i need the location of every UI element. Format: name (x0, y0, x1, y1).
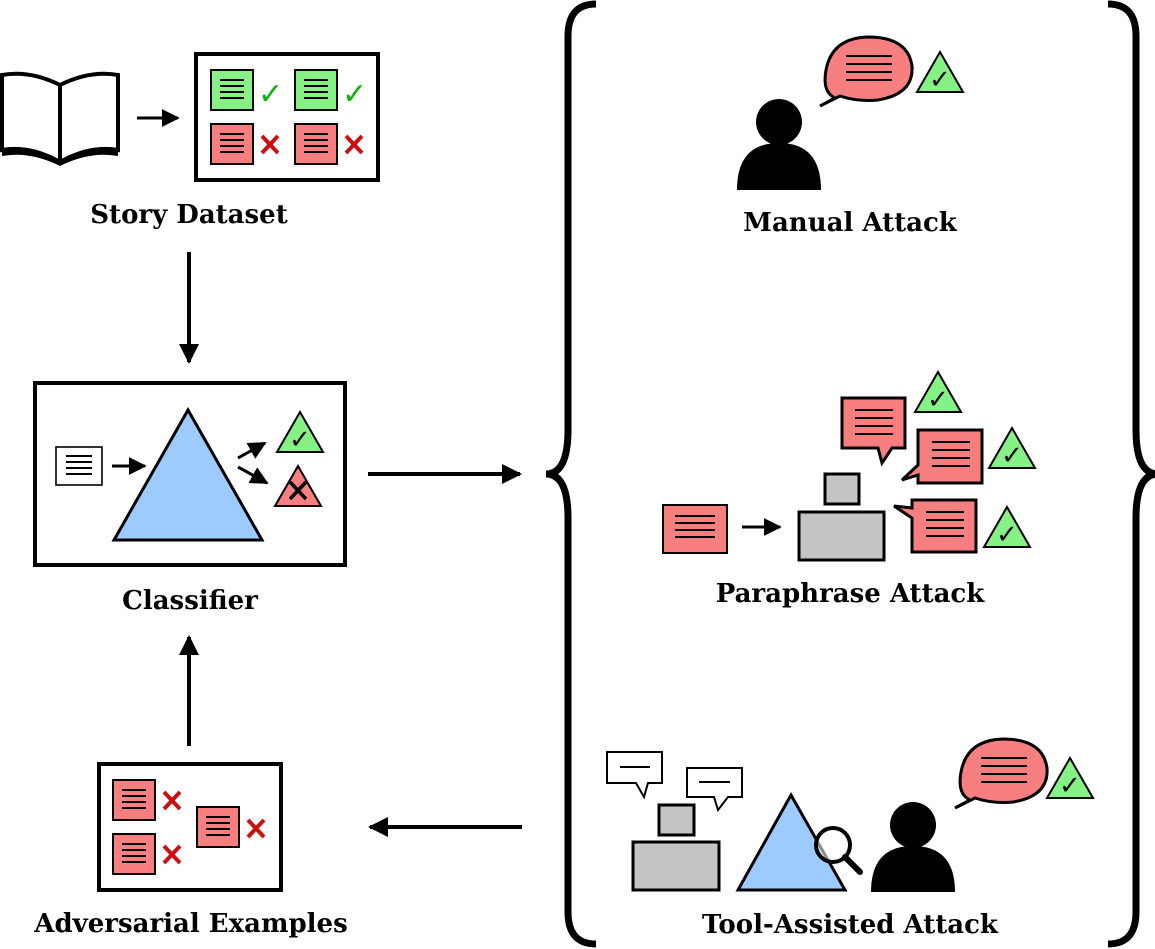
model-box-icon (631, 803, 721, 892)
book-icon (0, 71, 120, 166)
document-icon (662, 504, 728, 554)
dataset-panel: ✓ ✓ (194, 52, 380, 182)
arrow-icon (237, 441, 267, 460)
paraphrase-attack-label: Paraphrase Attack (716, 579, 986, 609)
manual-attack-label: Manual Attack (743, 208, 958, 238)
document-icon (294, 123, 338, 165)
svg-text:✓: ✓ (929, 65, 951, 95)
speech-bubble-icon (840, 396, 907, 467)
checkmark-icon: ✓ (987, 425, 1037, 471)
adversarial-panel (97, 762, 283, 892)
cross-icon (246, 818, 266, 839)
curly-brace-icon (1107, 0, 1155, 948)
checkmark-icon: ✓ (275, 409, 325, 455)
story-dataset-label: Story Dataset (90, 200, 287, 230)
document-icon (196, 806, 240, 848)
speech-bubble-icon (900, 428, 984, 485)
speech-bubble-icon (893, 498, 978, 554)
document-icon (112, 833, 156, 875)
document-icon (210, 123, 254, 165)
adversarial-examples-label: Adversarial Examples (33, 909, 347, 939)
checkmark-icon: ✓ (915, 49, 965, 95)
checkmark-icon: ✓ (913, 369, 963, 415)
speech-bubble-icon (606, 751, 663, 800)
checkmark-icon: ✓ (342, 77, 367, 112)
speech-bubble-icon (954, 737, 1049, 810)
classifier-label: Classifier (122, 586, 258, 616)
svg-text:✓: ✓ (1059, 771, 1081, 801)
arrow-icon (237, 465, 269, 485)
cross-icon (162, 790, 182, 811)
speech-bubble-icon (686, 767, 743, 813)
cross-icon (162, 844, 182, 865)
document-icon (112, 779, 156, 821)
checkmark-icon: ✓ (982, 504, 1032, 550)
cross-icon (260, 134, 280, 155)
tool-assisted-attack-label: Tool-Assisted Attack (702, 910, 999, 940)
classifier-triangle-icon (111, 406, 265, 542)
person-icon (871, 802, 955, 892)
cross-icon (344, 134, 364, 155)
curly-brace-icon (545, 0, 597, 948)
cross-icon (273, 463, 323, 507)
model-box-icon (797, 472, 886, 562)
magnifier-icon (814, 826, 863, 875)
svg-text:✓: ✓ (927, 385, 949, 415)
svg-text:✓: ✓ (996, 520, 1018, 550)
speech-bubble-icon (819, 35, 914, 108)
document-icon (294, 69, 338, 111)
checkmark-icon: ✓ (1045, 755, 1095, 801)
checkmark-icon: ✓ (258, 77, 283, 112)
person-icon (737, 99, 821, 190)
document-icon (210, 69, 254, 111)
classifier-panel: ✓ (33, 381, 347, 567)
document-icon (55, 446, 103, 486)
svg-text:✓: ✓ (289, 425, 311, 455)
svg-text:✓: ✓ (1001, 441, 1023, 471)
